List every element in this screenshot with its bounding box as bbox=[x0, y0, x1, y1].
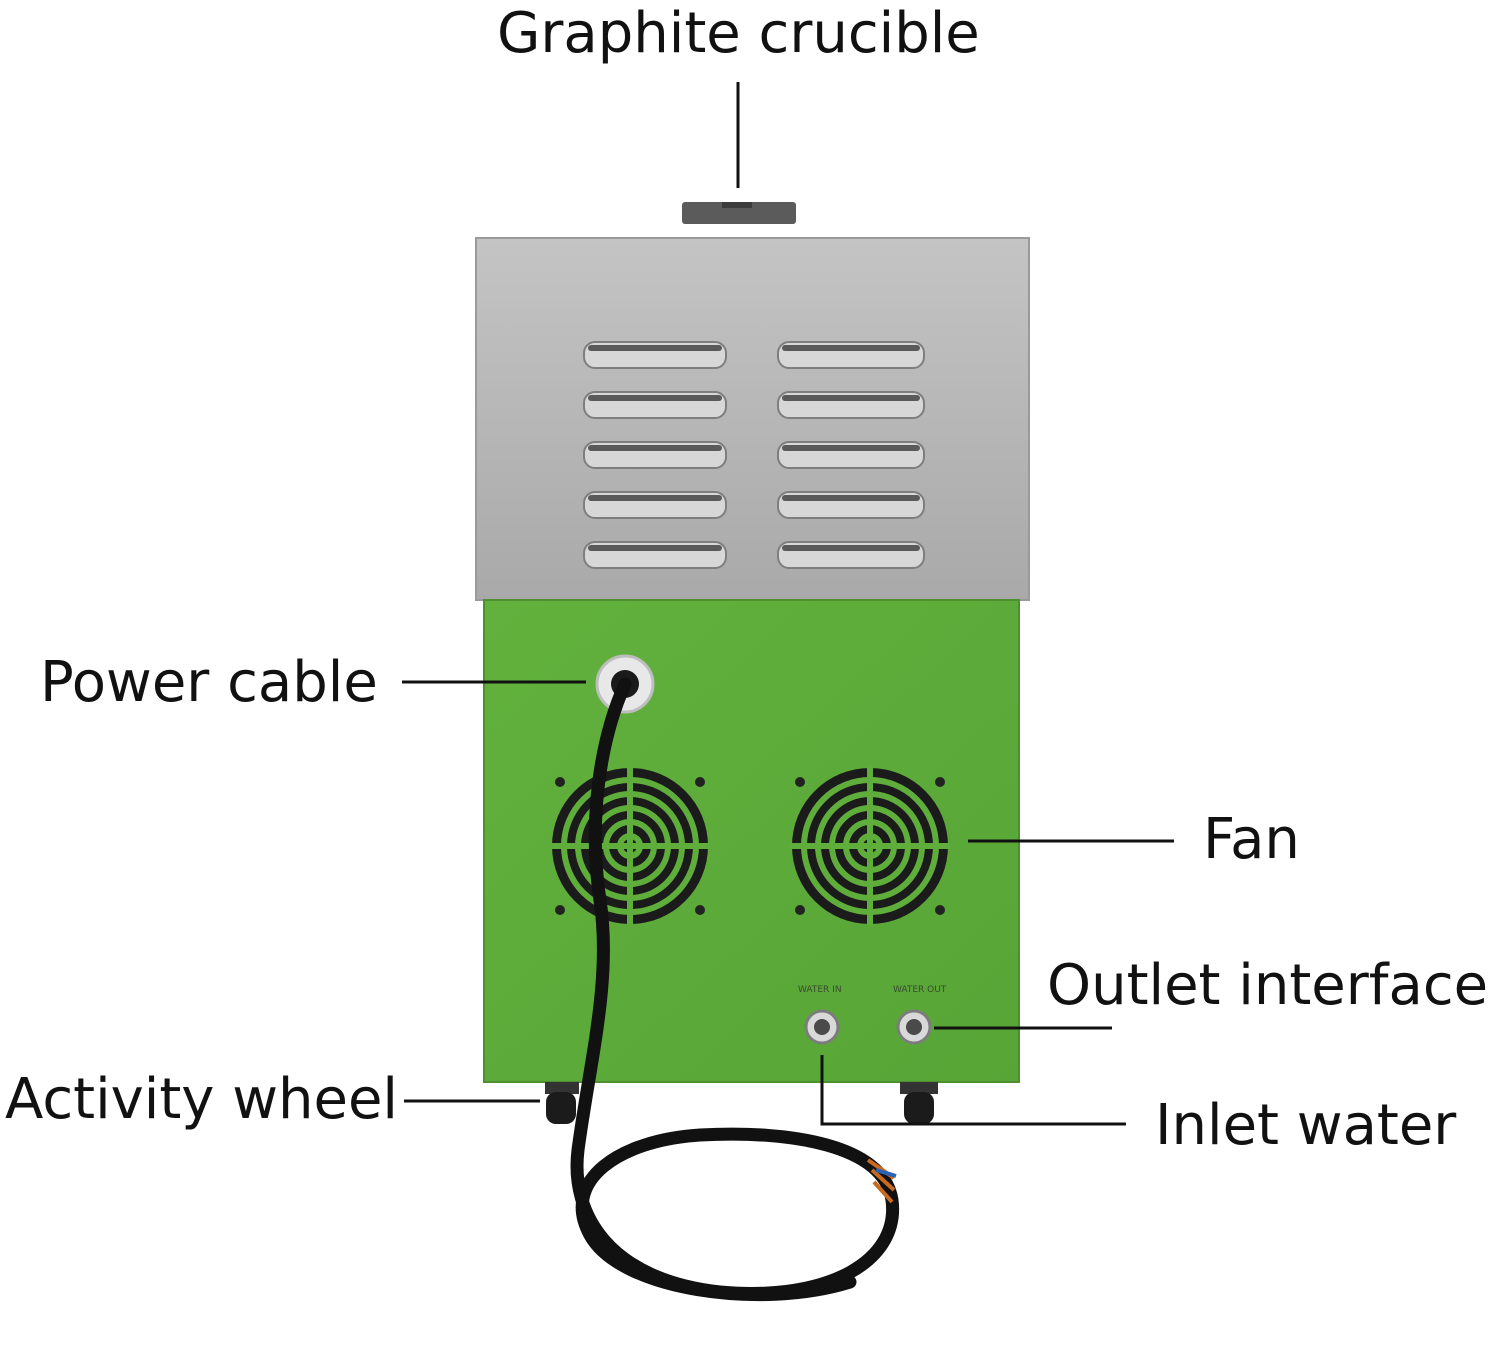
right-fan-grille bbox=[790, 766, 950, 926]
label-activity-wheel: Activity wheel bbox=[5, 1067, 398, 1132]
graphite-crucible-part bbox=[682, 202, 796, 224]
label-outlet-interface: Outlet interface bbox=[1047, 953, 1489, 1018]
leader-lines bbox=[402, 82, 1174, 1126]
label-fan: Fan bbox=[1203, 807, 1300, 872]
inlet-water-connector bbox=[804, 1009, 840, 1045]
right-caster-wheel bbox=[900, 1082, 938, 1124]
outlet-interface-connector bbox=[896, 1009, 932, 1045]
label-power-cable: Power cable bbox=[40, 650, 378, 715]
vent-slots bbox=[583, 341, 925, 569]
upper-gray-housing bbox=[475, 237, 1030, 601]
label-graphite-crucible: Graphite crucible bbox=[497, 1, 980, 66]
leader-inlet bbox=[820, 1055, 1126, 1126]
label-inlet-water: Inlet water bbox=[1155, 1093, 1457, 1158]
mark-water-in: WATER IN bbox=[798, 985, 842, 995]
power-cable-part bbox=[570, 654, 900, 1302]
left-caster-wheel bbox=[545, 1082, 579, 1124]
mark-water-out: WATER OUT bbox=[893, 985, 947, 995]
